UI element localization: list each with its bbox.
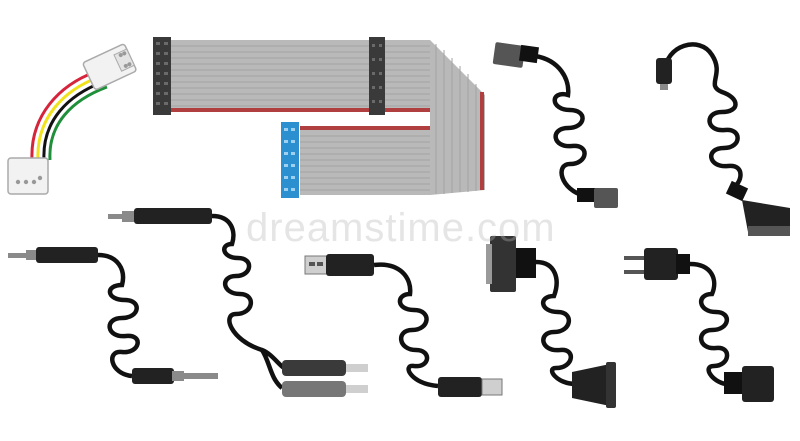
molex-power-adapter-icon bbox=[7, 43, 137, 195]
audio-mini-jack-cable-icon bbox=[656, 42, 743, 191]
quarter-inch-jack-cable-icon bbox=[8, 247, 218, 384]
scart-cable-icon bbox=[725, 180, 790, 236]
power-cord-icon bbox=[624, 248, 774, 402]
ide-ribbon-cable-icon bbox=[153, 37, 485, 198]
watermark-text: dreamstime.com bbox=[246, 206, 556, 250]
jack-to-rca-cable-icon bbox=[108, 208, 368, 397]
serial-db25-cable-icon bbox=[486, 236, 616, 408]
ethernet-rj45-cable-icon bbox=[492, 42, 618, 208]
usb-cable-icon bbox=[304, 254, 503, 397]
